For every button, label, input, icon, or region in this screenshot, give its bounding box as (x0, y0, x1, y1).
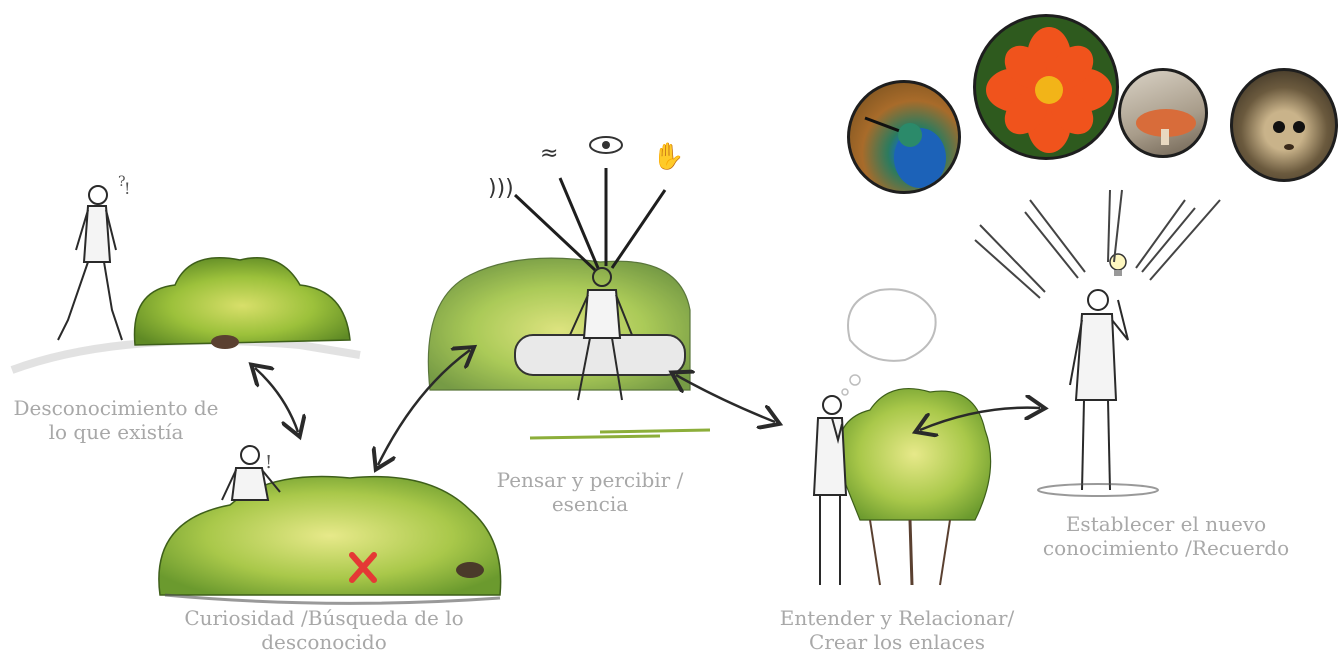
bush-shape (135, 258, 351, 345)
step-5-caption: Establecer el nuevo conocimiento /Recuer… (1024, 512, 1308, 560)
step-2-line-2: desconocido (168, 630, 480, 654)
step-5-line-1: Establecer el nuevo (1024, 512, 1308, 536)
arrow-1-to-2 (255, 368, 298, 432)
step-2-caption: Curiosidad /Búsqueda de lo desconocido (168, 606, 480, 654)
scene-walking-man: ? ! (12, 174, 360, 370)
lightbulb-icon (1110, 254, 1126, 276)
grass-strip (530, 430, 710, 438)
svg-text:!: ! (265, 452, 272, 473)
svg-text:!: ! (124, 179, 130, 198)
thought-bubble (848, 289, 936, 361)
walking-man-figure (58, 186, 122, 340)
step-1-line-1: Desconocimiento de (0, 396, 232, 420)
orange-flower-photo (973, 14, 1119, 160)
step-3-line-2: esencia (480, 492, 700, 516)
idea-rays (975, 190, 1220, 298)
step-2-line-1: Curiosidad /Búsqueda de lo (168, 606, 480, 630)
scene-establishing (975, 190, 1220, 496)
step-1-caption: Desconocimiento de lo que existía (0, 396, 232, 444)
hand-touch-icon: ✋ (652, 141, 684, 172)
step-4-line-2: Crear los enlaces (752, 630, 1042, 654)
step-4-caption: Entender y Relacionar/ Crear los enlaces (752, 606, 1042, 654)
eye-icon (590, 137, 622, 153)
mushroom-photo (1118, 68, 1208, 158)
large-bush-shape (159, 477, 501, 595)
step-3-line-1: Pensar y percibir / (480, 468, 700, 492)
opossum-sketch (456, 562, 484, 578)
step-1-line-2: lo que existía (0, 420, 232, 444)
opossum-photo (1230, 68, 1338, 182)
bench (515, 335, 685, 375)
step-3-caption: Pensar y percibir / esencia (480, 468, 700, 516)
hummingbird-photo (847, 80, 961, 194)
scene-perceiving: ))) ≈ ✋ (428, 137, 710, 438)
perception-rays (515, 168, 665, 270)
small-tree (838, 389, 991, 520)
step-5-line-2: conocimiento /Recuerdo (1024, 536, 1308, 560)
scene-understanding (814, 289, 991, 585)
scene-curiosity: ! (159, 446, 501, 603)
sound-icon: ))) (488, 176, 514, 201)
small-animal (211, 335, 239, 349)
smell-icon: ≈ (540, 141, 558, 166)
standing-man-figure (1070, 290, 1128, 490)
thinking-man-figure (814, 396, 846, 585)
arrow-3-to-4 (676, 375, 775, 422)
step-4-line-1: Entender y Relacionar/ (752, 606, 1042, 630)
